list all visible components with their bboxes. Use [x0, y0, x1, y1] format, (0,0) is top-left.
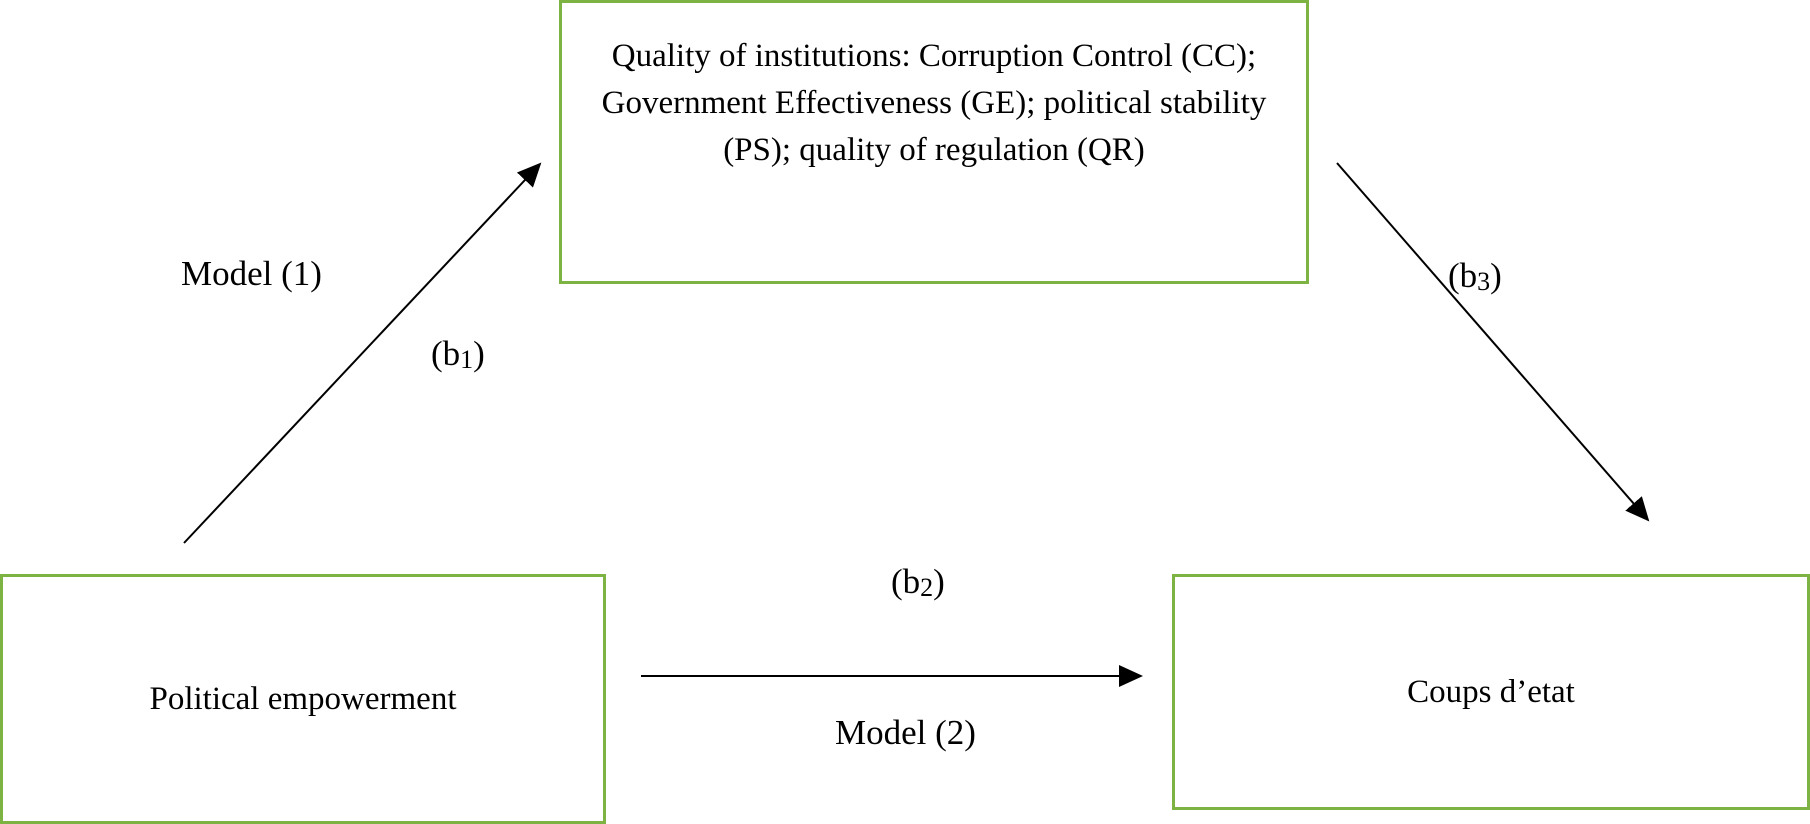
b2-subscript: 2: [920, 573, 934, 602]
b3-suffix: ): [1490, 256, 1502, 295]
arrow-b1: [183, 162, 542, 544]
institutions-box: Quality of institutions: Corruption Cont…: [559, 0, 1309, 284]
model-1-label: Model (1): [181, 254, 322, 293]
political-empowerment-box: Political empowerment: [0, 574, 606, 824]
b1-prefix: (b: [431, 334, 461, 373]
b1-subscript: 1: [460, 345, 474, 374]
political-empowerment-text: Political empowerment: [149, 681, 457, 717]
b2-label: (b2): [891, 562, 945, 608]
institutions-text: Quality of institutions: Corruption Cont…: [601, 38, 1267, 168]
b3-prefix: (b: [1448, 256, 1478, 295]
coups-detat-text: Coups d’etat: [1407, 674, 1575, 710]
b1-label: (b1): [431, 334, 485, 380]
model-2-label: Model (2): [835, 713, 976, 752]
b2-prefix: (b: [891, 562, 921, 601]
arrow-b3: [1336, 162, 1650, 522]
b2-suffix: ): [933, 562, 945, 601]
b1-suffix: ): [473, 334, 485, 373]
b3-label: (b3): [1448, 256, 1502, 302]
coups-detat-box: Coups d’etat: [1172, 574, 1810, 810]
b3-subscript: 3: [1477, 267, 1491, 296]
